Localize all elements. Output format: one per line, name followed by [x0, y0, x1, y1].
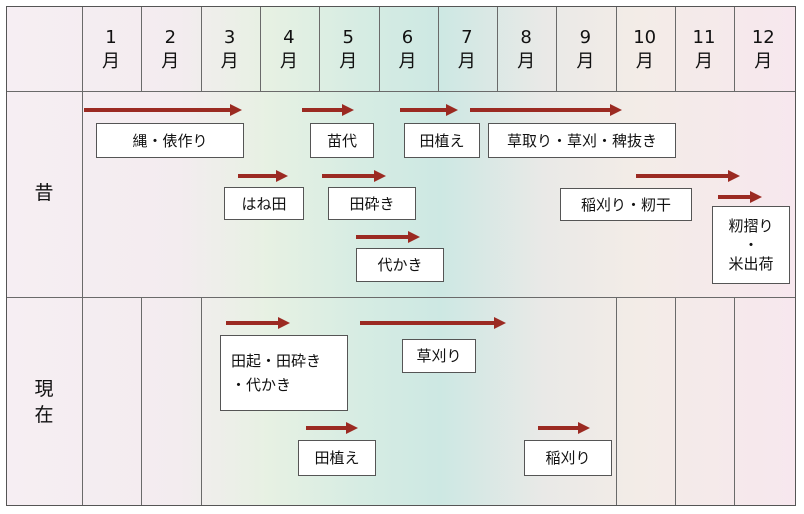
month-divider-10: [675, 6, 676, 92]
task-shirokaki: 代かき: [356, 248, 444, 282]
arrow-kusakari: [360, 317, 506, 329]
arrow-hanada: [238, 170, 288, 182]
arrow-naeshiro: [302, 104, 354, 116]
row-label-past: 昔: [34, 182, 54, 204]
task-hanada: はね田: [224, 187, 304, 220]
month-header-5: 5 月: [339, 27, 358, 72]
month-divider-7: [497, 6, 499, 92]
arrow-takudaki: [322, 170, 386, 182]
month-header-1: 1 月: [102, 27, 120, 72]
present-divider-1: [141, 297, 143, 506]
month-header-9: 9 月: [576, 27, 595, 72]
month-header-10: 10 月: [633, 27, 657, 72]
task-taokoshi: 田起・田砕き ・代かき: [220, 335, 348, 411]
month-header-11: 11 月: [692, 27, 716, 72]
present-divider-3: [200, 297, 202, 506]
task-inekari-present: 稲刈り: [524, 440, 612, 476]
task-taue-present: 田植え: [298, 440, 376, 476]
month-header-6: 6 月: [398, 27, 417, 72]
month-header-12: 12 月: [751, 27, 775, 72]
task-nawa-tawara: 縄・俵作り: [96, 123, 244, 158]
month-divider-6: [437, 6, 439, 92]
present-divider-9: [615, 297, 617, 506]
arrow-inekari-present: [538, 422, 590, 434]
month-divider-4: [319, 6, 321, 92]
row-divider: [6, 297, 796, 298]
label-column-divider: [82, 6, 83, 506]
month-divider-1: [141, 6, 143, 92]
arrow-kusatori: [470, 104, 622, 116]
month-header-3: 3 月: [220, 27, 239, 72]
month-header-7: 7 月: [457, 27, 476, 72]
header-divider: [6, 91, 796, 92]
arrow-taokoshi: [226, 317, 290, 329]
arrow-nawa-tawara: [84, 104, 242, 116]
row-label-present: 現 在: [34, 378, 54, 426]
task-kusakari: 草刈り: [402, 339, 476, 373]
task-takudaki: 田砕き: [328, 187, 416, 220]
arrow-inekari-past: [636, 170, 740, 182]
task-kusatori: 草取り・草刈・稗抜き: [488, 123, 676, 158]
task-taue-past: 田植え: [404, 123, 480, 158]
arrow-shirokaki: [356, 231, 420, 243]
task-momisuri: 籾摺り ・ 米出荷: [712, 206, 790, 284]
month-divider-11: [734, 6, 736, 92]
month-divider-8: [556, 6, 558, 92]
arrow-taue-present: [306, 422, 358, 434]
task-inekari-past: 稲刈り・籾干: [560, 188, 692, 221]
arrow-taue-past: [400, 104, 458, 116]
month-divider-9: [615, 6, 617, 92]
task-naeshiro: 苗代: [310, 123, 374, 158]
month-divider-2: [200, 6, 202, 92]
arrow-momisuri: [718, 191, 762, 203]
month-divider-5: [378, 6, 380, 92]
month-header-2: 2 月: [161, 27, 180, 72]
present-divider-11: [734, 297, 736, 506]
present-divider-10: [675, 297, 676, 506]
month-header-4: 4 月: [279, 27, 298, 72]
diagram-border: [6, 6, 796, 506]
month-divider-3: [259, 6, 261, 92]
month-header-8: 8 月: [517, 27, 536, 72]
